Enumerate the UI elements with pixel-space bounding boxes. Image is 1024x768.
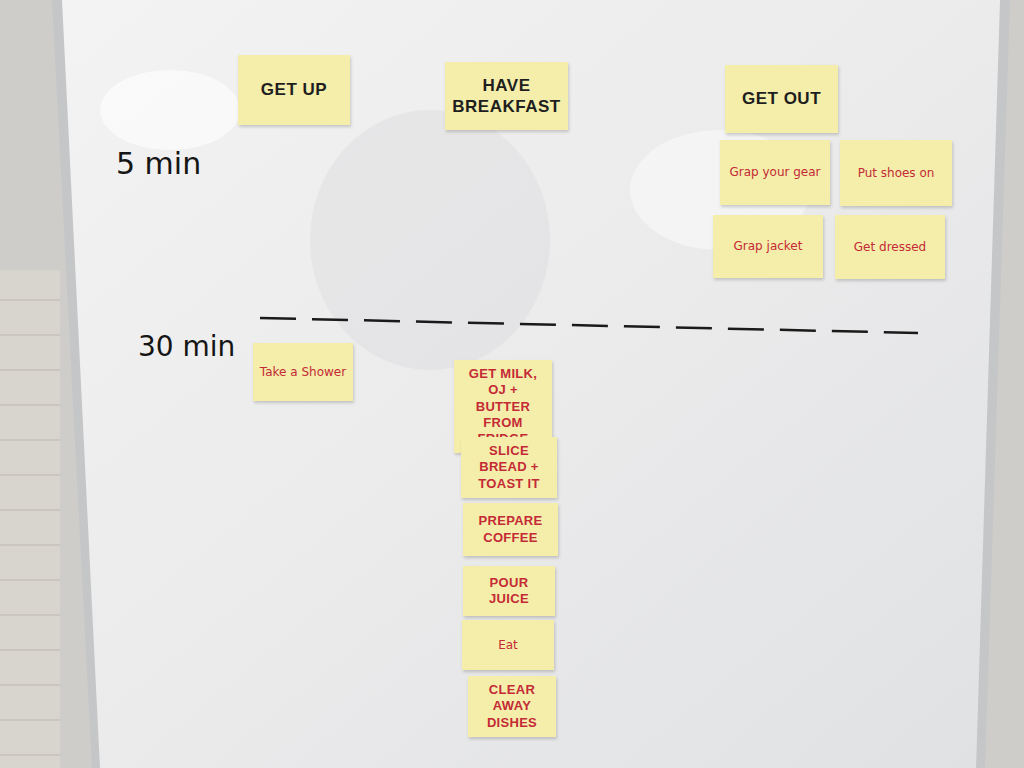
board-frame	[52, 0, 1010, 768]
task-note: POUR JUICE	[463, 566, 555, 616]
column-header-note: GET OUT	[725, 65, 838, 133]
note-text: PREPARE COFFEE	[469, 513, 552, 546]
column-header-note: HAVE BREAKFAST	[445, 62, 568, 130]
note-text: GET MILK, OJ + BUTTER FROM FRIDGE	[460, 366, 546, 447]
time-label: 5 min	[116, 146, 201, 181]
task-note: Take a Shower	[253, 343, 353, 401]
task-note: CLEAR AWAY DISHES	[468, 676, 556, 737]
column-header-note: GET UP	[238, 55, 350, 125]
task-note: SLICE BREAD + TOAST IT	[461, 437, 557, 498]
task-note: Grap jacket	[713, 215, 823, 278]
note-text: CLEAR AWAY DISHES	[474, 682, 550, 731]
note-text: POUR JUICE	[469, 575, 549, 608]
task-note: Get dressed	[835, 215, 945, 279]
task-note: Put shoes on	[840, 140, 952, 206]
note-text: GET UP	[261, 79, 327, 100]
task-note: PREPARE COFFEE	[463, 503, 558, 556]
brick-lines	[0, 300, 60, 755]
dashed-divider	[260, 318, 918, 333]
note-text: Grap jacket	[734, 239, 803, 254]
reflection	[310, 110, 550, 370]
time-label: 30 min	[138, 330, 235, 363]
note-text: Get dressed	[854, 240, 926, 255]
note-text: Take a Shower	[260, 365, 346, 380]
reflection	[100, 70, 240, 150]
task-note: Eat	[462, 620, 554, 670]
board-surface	[62, 0, 1000, 768]
note-text: Eat	[498, 638, 518, 653]
brick-wall	[0, 270, 60, 768]
note-text: Put shoes on	[858, 166, 935, 181]
task-note: Grap your gear	[720, 140, 830, 205]
note-text: HAVE BREAKFAST	[451, 75, 562, 118]
note-text: Grap your gear	[729, 165, 820, 180]
note-text: GET OUT	[742, 88, 821, 109]
note-text: SLICE BREAD + TOAST IT	[467, 443, 551, 492]
